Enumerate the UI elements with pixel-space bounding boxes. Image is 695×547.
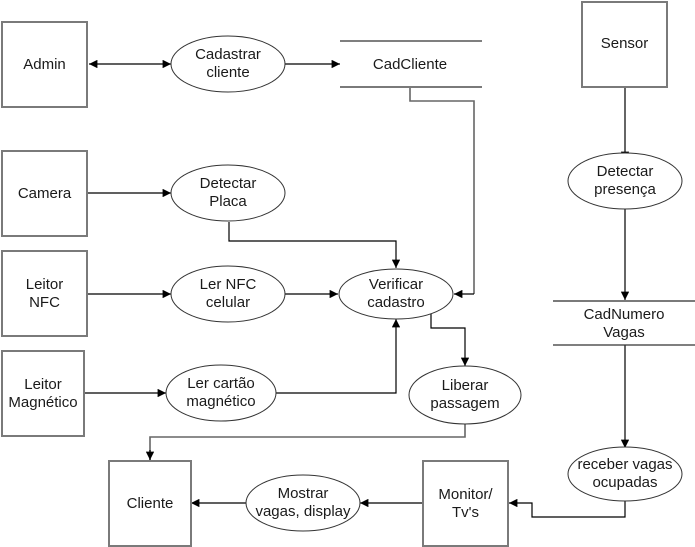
flow-receber-monitor [509,498,626,518]
entity-sensor[interactable]: Sensor [581,1,668,88]
entity-camera-label: Camera [18,185,72,202]
flows [85,59,630,518]
entity-monitor-line2: Tv's [452,504,479,521]
flow-detectar-verificar [228,222,401,268]
entity-monitor[interactable]: Monitor/ Tv's [422,460,509,547]
process-mostrar-vagas-line2: vagas, display [255,503,351,520]
process-ler-cartao[interactable]: Ler cartão magnético [165,364,277,422]
entity-admin-label: Admin [23,56,66,73]
process-detectar-presenca[interactable]: Detectar presença [567,152,683,210]
store-cadcliente-label: CadCliente [373,56,447,73]
store-cadnumero-vagas-line2: Vagas [603,324,644,341]
entity-leitor-magnetico[interactable]: Leitor Magnético [1,350,85,437]
process-receber-vagas-line2: ocupadas [592,474,657,491]
process-mostrar-vagas-line1: Mostrar [278,485,329,502]
process-cadastrar-cliente-line1: Cadastrar [195,46,261,63]
store-cadnumero-vagas-line1: CadNumero [584,306,665,323]
process-detectar-placa-line1: Detectar [200,175,257,192]
process-ler-cartao-line1: Ler cartão [187,375,255,392]
process-cadastrar-cliente-line2: cliente [206,64,249,81]
flow-cartao-verificar [276,319,401,394]
process-detectar-presenca-line1: Detectar [597,163,654,180]
flow-verificar-liberar [430,313,470,366]
entity-camera[interactable]: Camera [1,150,88,237]
process-receber-vagas-line1: receber vagas [577,456,672,473]
entity-cliente[interactable]: Cliente [108,460,192,547]
process-ler-nfc[interactable]: Ler NFC celular [170,265,286,323]
entity-leitor-nfc[interactable]: Leitor NFC [1,250,88,337]
process-mostrar-vagas[interactable]: Mostrar vagas, display [245,474,361,532]
process-receber-vagas[interactable]: receber vagas ocupadas [567,446,683,502]
flow-liberar-cliente [149,424,466,460]
entity-sensor-label: Sensor [601,35,649,52]
process-liberar-passagem-line1: Liberar [442,377,489,394]
process-detectar-placa-line2: Placa [209,193,247,210]
process-detectar-placa[interactable]: Detectar Placa [170,164,286,222]
store-cadnumero-vagas[interactable]: CadNumero Vagas [553,300,695,346]
process-ler-nfc-line2: celular [206,294,250,311]
entity-leitor-magnetico-line1: Leitor [24,376,62,393]
entity-leitor-magnetico-line2: Magnético [8,394,77,411]
process-verificar-cadastro-line2: cadastro [367,294,425,311]
entity-admin[interactable]: Admin [1,21,88,108]
process-verificar-cadastro-line1: Verificar [369,276,423,293]
process-detectar-presenca-line2: presença [594,181,656,198]
process-ler-nfc-line1: Ler NFC [200,276,257,293]
store-cadcliente[interactable]: CadCliente [340,40,482,88]
process-verificar-cadastro[interactable]: Verificar cadastro [338,268,454,320]
process-liberar-passagem-line2: passagem [430,395,499,412]
process-cadastrar-cliente[interactable]: Cadastrar cliente [170,35,286,93]
entity-monitor-line1: Monitor/ [438,486,493,503]
entity-leitor-nfc-line1: Leitor [26,276,64,293]
flow-cadcliente-verificar [409,87,475,294]
entity-leitor-nfc-line2: NFC [29,294,60,311]
process-ler-cartao-line2: magnético [186,393,255,410]
process-liberar-passagem[interactable]: Liberar passagem [408,365,522,425]
entity-cliente-label: Cliente [127,495,174,512]
